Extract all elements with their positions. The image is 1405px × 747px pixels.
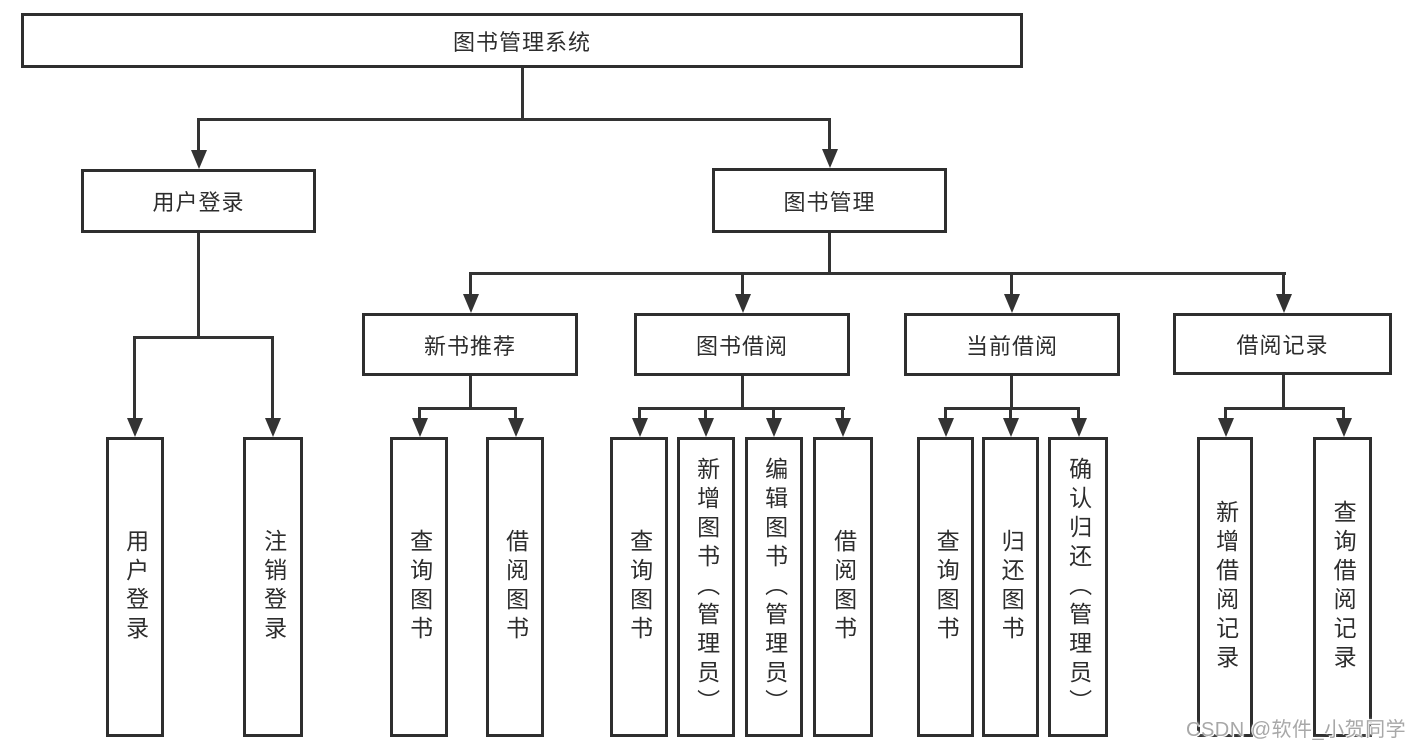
leaf-confirm-return-admin: 确认归还（管理员） [1048, 437, 1108, 737]
leaf-return-books: 归还图书 [982, 437, 1039, 737]
leaf-logout-label: 注销登录 [260, 529, 287, 645]
arrowhead-recommend [462, 294, 479, 313]
arrowhead-cur-leaf2 [1002, 418, 1019, 437]
connector-current-drop [1010, 272, 1013, 296]
arrowhead-login [190, 150, 207, 169]
leaf-confirm-return-admin-label: 确认归还（管理员） [1065, 456, 1092, 718]
node-borrow-records: 借阅记录 [1173, 313, 1392, 375]
leaf-return-books-label: 归还图书 [998, 529, 1025, 645]
node-borrow-records-label: 借阅记录 [1236, 333, 1329, 358]
connector-current-stem [1010, 376, 1013, 410]
leaf-add-books-admin: 新增图书（管理员） [677, 437, 735, 737]
arrowhead-bor-leaf4 [834, 418, 851, 437]
leaf-recommend-borrow-books: 借阅图书 [486, 437, 544, 737]
leaf-query-borrow-record-label: 查询借阅记录 [1330, 500, 1357, 674]
node-current-borrow: 当前借阅 [904, 313, 1120, 376]
connector-recommend-stem [469, 376, 472, 410]
node-book-manage: 图书管理 [712, 168, 947, 233]
leaf-current-query-books: 查询图书 [917, 437, 974, 737]
leaf-edit-books-admin: 编辑图书（管理员） [745, 437, 803, 737]
leaf-add-borrow-record-label: 新增借阅记录 [1212, 500, 1239, 674]
connector-login-drop [197, 118, 200, 152]
arrowhead-records [1275, 294, 1292, 313]
connector-cur-leaf1-drop [944, 407, 947, 420]
leaf-query-borrow-record: 查询借阅记录 [1313, 437, 1372, 737]
connector-recd-leaf1-drop [1224, 407, 1227, 420]
arrowhead-cur-leaf1 [937, 418, 954, 437]
node-root-system: 图书管理系统 [21, 13, 1023, 68]
arrowhead-recd-leaf2 [1335, 418, 1352, 437]
leaf-current-query-books-label: 查询图书 [933, 529, 960, 645]
connector-login-leaf2-drop [271, 336, 274, 421]
leaf-user-login: 用户登录 [106, 437, 164, 737]
leaf-logout: 注销登录 [243, 437, 303, 737]
node-new-books: 新书推荐 [362, 313, 578, 376]
arrowhead-rec-leaf1 [411, 418, 428, 437]
connector-level2-rail [197, 118, 831, 121]
arrowhead-borrow [734, 294, 751, 313]
node-book-manage-label: 图书管理 [783, 189, 876, 215]
connector-cur-leaf3-drop [1077, 407, 1080, 420]
leaf-edit-books-admin-label: 编辑图书（管理员） [761, 456, 788, 718]
arrowhead-recd-leaf1 [1217, 418, 1234, 437]
node-book-borrow-label: 图书借阅 [695, 333, 788, 359]
node-current-borrow-label: 当前借阅 [965, 333, 1058, 359]
leaf-add-borrow-record: 新增借阅记录 [1197, 437, 1253, 737]
node-book-borrow: 图书借阅 [634, 313, 850, 376]
connector-records-drop [1282, 272, 1285, 296]
connector-level3-rail [469, 272, 1286, 275]
connector-records-rail [1224, 407, 1345, 410]
arrowhead-login-leaf2 [264, 418, 281, 437]
connector-borrow-rail [638, 407, 845, 410]
node-user-login: 用户登录 [81, 169, 316, 233]
connector-login-rail [133, 336, 274, 339]
node-root-label: 图书管理系统 [452, 29, 591, 55]
node-user-login-label: 用户登录 [152, 190, 245, 215]
leaf-borrow-query-books-label: 查询图书 [626, 529, 653, 645]
arrowhead-cur-leaf3 [1070, 418, 1087, 437]
connector-manage-drop [828, 118, 831, 151]
leaf-borrow-query-books: 查询图书 [610, 437, 668, 737]
leaf-user-login-label: 用户登录 [122, 529, 149, 645]
connector-bor-leaf3-drop [772, 407, 775, 420]
connector-login-stem [197, 233, 200, 339]
csdn-watermark: CSDN @软件_小贺同学 [1186, 719, 1405, 741]
connector-root-stem [521, 68, 524, 121]
leaf-recommend-query-books: 查询图书 [390, 437, 448, 737]
connector-rec-leaf2-drop [514, 407, 517, 420]
connector-borrow-drop [741, 272, 744, 296]
connector-recommend-drop [469, 272, 472, 296]
connector-current-rail [944, 407, 1080, 410]
connector-bor-leaf1-drop [638, 407, 641, 420]
connector-borrow-stem [741, 376, 744, 410]
arrowhead-current [1003, 294, 1020, 313]
connector-manage-stem [828, 233, 831, 275]
arrowhead-bor-leaf2 [697, 418, 714, 437]
connector-recommend-rail [418, 407, 517, 410]
node-new-books-label: 新书推荐 [423, 333, 516, 359]
arrowhead-manage [821, 149, 838, 168]
connector-rec-leaf1-drop [418, 407, 421, 420]
connector-cur-leaf2-drop [1009, 407, 1012, 420]
arrowhead-rec-leaf2 [507, 418, 524, 437]
arrowhead-bor-leaf3 [765, 418, 782, 437]
leaf-borrow-books-label: 借阅图书 [830, 529, 857, 645]
connector-login-leaf1-drop [133, 336, 136, 421]
connector-bor-leaf4-drop [841, 407, 844, 420]
arrowhead-bor-leaf1 [631, 418, 648, 437]
leaf-recommend-borrow-books-label: 借阅图书 [502, 529, 529, 645]
arrowhead-login-leaf1 [126, 418, 143, 437]
leaf-borrow-books: 借阅图书 [813, 437, 873, 737]
connector-recd-leaf2-drop [1342, 407, 1345, 420]
connector-bor-leaf2-drop [704, 407, 707, 420]
leaf-add-books-admin-label: 新增图书（管理员） [693, 456, 720, 718]
connector-records-stem [1282, 375, 1285, 410]
leaf-recommend-query-books-label: 查询图书 [406, 529, 433, 645]
